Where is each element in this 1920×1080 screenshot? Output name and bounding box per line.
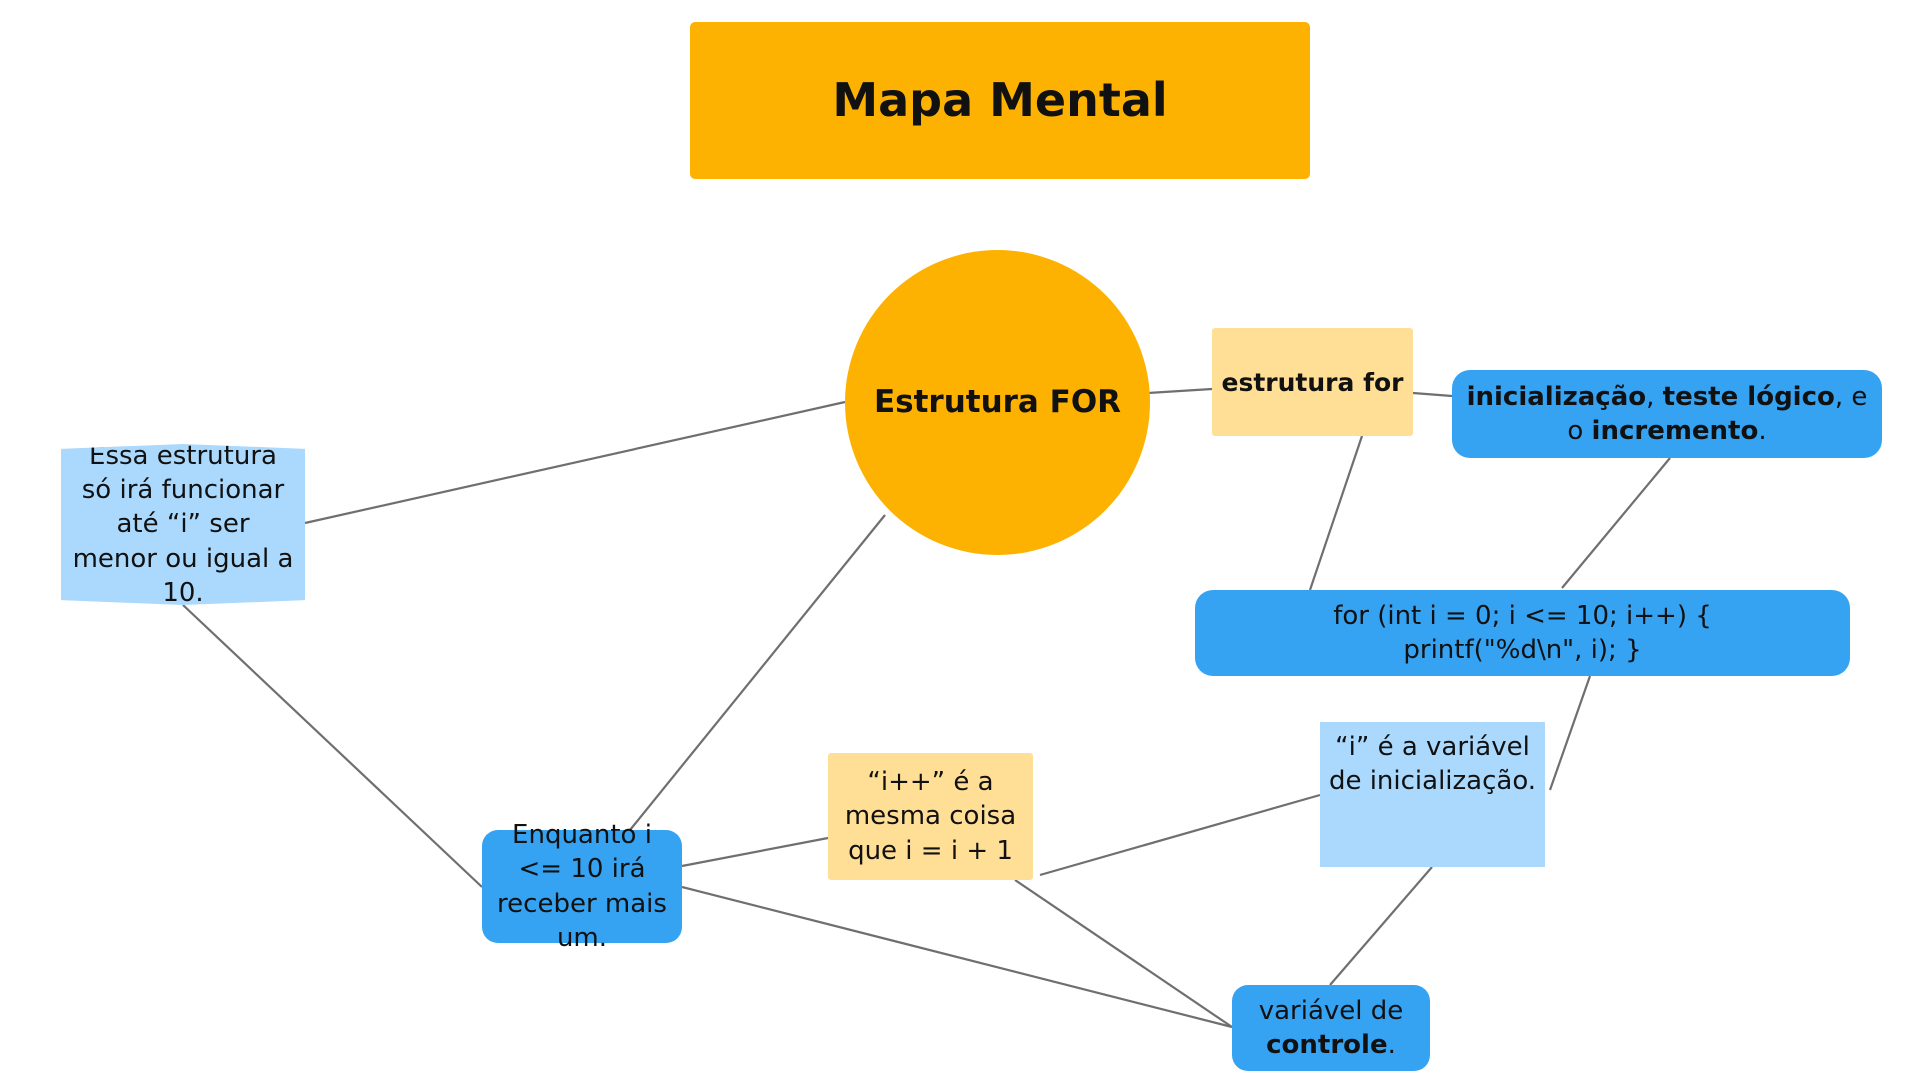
page-title-text: Mapa Mental (832, 73, 1168, 128)
central-node[interactable]: Estrutura FOR (845, 250, 1150, 555)
codigo-line-1: for (int i = 0; i <= 10; i++) { (1333, 600, 1712, 631)
node-variavel-controle-label: variável de controle. (1252, 994, 1410, 1063)
connector-incremento-to-controle (1014, 879, 1233, 1028)
node-codigo[interactable]: for (int i = 0; i <= 10; i++) { printf("… (1195, 590, 1850, 676)
codigo-line-2: printf("%d\n", i); } (1403, 635, 1642, 665)
connector-enquanto-to-controle (681, 885, 1233, 1029)
componentes-inicializacao: inicialização (1466, 381, 1647, 412)
page-title: Mapa Mental (690, 22, 1310, 179)
connector-enquanto-to-incremento (681, 836, 829, 868)
connector-incremento-to-variavel-inicializacao (1039, 793, 1321, 877)
node-incremento-explicacao[interactable]: “i++” é a mesma coisa que i = i + 1 (828, 753, 1033, 880)
connector-central-to-estrutura-for (1147, 387, 1213, 395)
variavel-controle-text: variável de (1258, 995, 1404, 1026)
node-variavel-inicializacao[interactable]: “i” é a variável de inicialização. (1320, 722, 1545, 867)
connector-central-to-enquanto (629, 514, 886, 831)
componentes-teste-logico: teste lógico (1662, 381, 1835, 412)
node-componentes-label: inicialização, teste lógico, e o increme… (1456, 380, 1878, 449)
connector-condicao-to-enquanto (182, 604, 483, 888)
connector-estrutura-for-to-componentes (1412, 391, 1453, 398)
node-variavel-inicializacao-label: “i” é a variável de inicialização. (1328, 732, 1537, 797)
node-condicao[interactable]: Essa estrutura só irá funcionar até “i” … (61, 444, 305, 605)
variavel-controle-bold: controle (1266, 1030, 1388, 1060)
variavel-controle-period: . (1387, 1030, 1396, 1060)
node-enquanto-label: Enquanto i <= 10 irá receber mais um. (497, 819, 667, 953)
node-condicao-label: Essa estrutura só irá funcionar até “i” … (72, 440, 294, 608)
node-estrutura-for-label: estrutura for (1221, 367, 1404, 397)
connector-codigo-to-variavel-inicializacao (1548, 675, 1592, 791)
central-node-label: Estrutura FOR (873, 384, 1122, 421)
connector-estrutura-for-to-codigo (1308, 435, 1364, 591)
node-estrutura-for[interactable]: estrutura for (1212, 328, 1413, 436)
node-componentes[interactable]: inicialização, teste lógico, e o increme… (1452, 370, 1882, 458)
connector-componentes-to-codigo (1561, 457, 1671, 589)
componentes-incremento: incremento (1591, 416, 1759, 446)
componentes-separator-1: , (1646, 381, 1663, 412)
componentes-separator-2: , e o (1567, 381, 1868, 446)
node-enquanto[interactable]: Enquanto i <= 10 irá receber mais um. (482, 820, 682, 953)
connector-variavel-inicializacao-to-controle (1329, 866, 1433, 986)
node-variavel-controle[interactable]: variável de controle. (1232, 985, 1430, 1071)
connector-central-to-condicao (304, 400, 846, 525)
node-incremento-explicacao-label: “i++” é a mesma coisa que i = i + 1 (844, 767, 1017, 866)
componentes-period: . (1758, 416, 1767, 446)
